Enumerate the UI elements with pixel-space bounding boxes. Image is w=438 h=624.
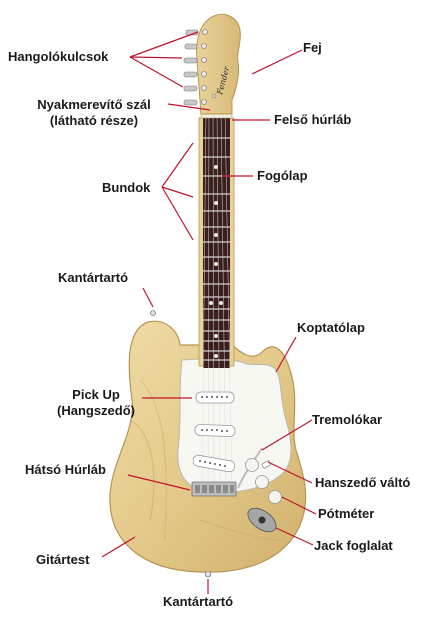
label-strap-button-bottom: Kantártartó xyxy=(163,594,234,609)
label-potentiometer: Pótméter xyxy=(318,506,375,521)
label-pickguard: Koptatólap xyxy=(297,320,365,335)
label-jack: Jack foglalat xyxy=(314,538,393,553)
frets xyxy=(203,137,230,361)
label-tremolo: Tremolókar xyxy=(312,412,383,427)
strap-button-bottom xyxy=(204,570,212,578)
pickups xyxy=(192,391,236,473)
label-head: Fej xyxy=(303,40,322,55)
label-bridge: Hátsó Húrláb xyxy=(25,462,106,477)
label-pickup-line2: (Hangszedő) xyxy=(57,403,135,418)
label-pickup-line1: Pick Up xyxy=(72,387,120,402)
label-pickup-selector: Hanszedő váltó xyxy=(315,475,411,490)
fret-markers xyxy=(209,165,223,358)
headstock xyxy=(196,13,241,115)
control-knobs xyxy=(245,458,282,504)
fretboard xyxy=(203,118,230,368)
label-nut: Felső húrláb xyxy=(274,112,352,127)
label-strap-button-top: Kantártartó xyxy=(58,270,129,285)
label-truss-rod-line2: (látható része) xyxy=(49,113,139,128)
label-truss-rod-line1: Nyakmerevítő szál xyxy=(37,97,151,112)
pickguard xyxy=(177,357,292,493)
label-frets: Bundok xyxy=(102,180,151,195)
nut xyxy=(200,113,233,119)
label-tuners: Hangolókulcsok xyxy=(8,49,109,64)
strap-button-top xyxy=(150,310,156,316)
leader-lines xyxy=(101,31,317,594)
tuning-pegs xyxy=(183,29,208,106)
label-fretboard: Fogólap xyxy=(257,168,308,183)
label-body: Gitártest xyxy=(36,552,90,567)
